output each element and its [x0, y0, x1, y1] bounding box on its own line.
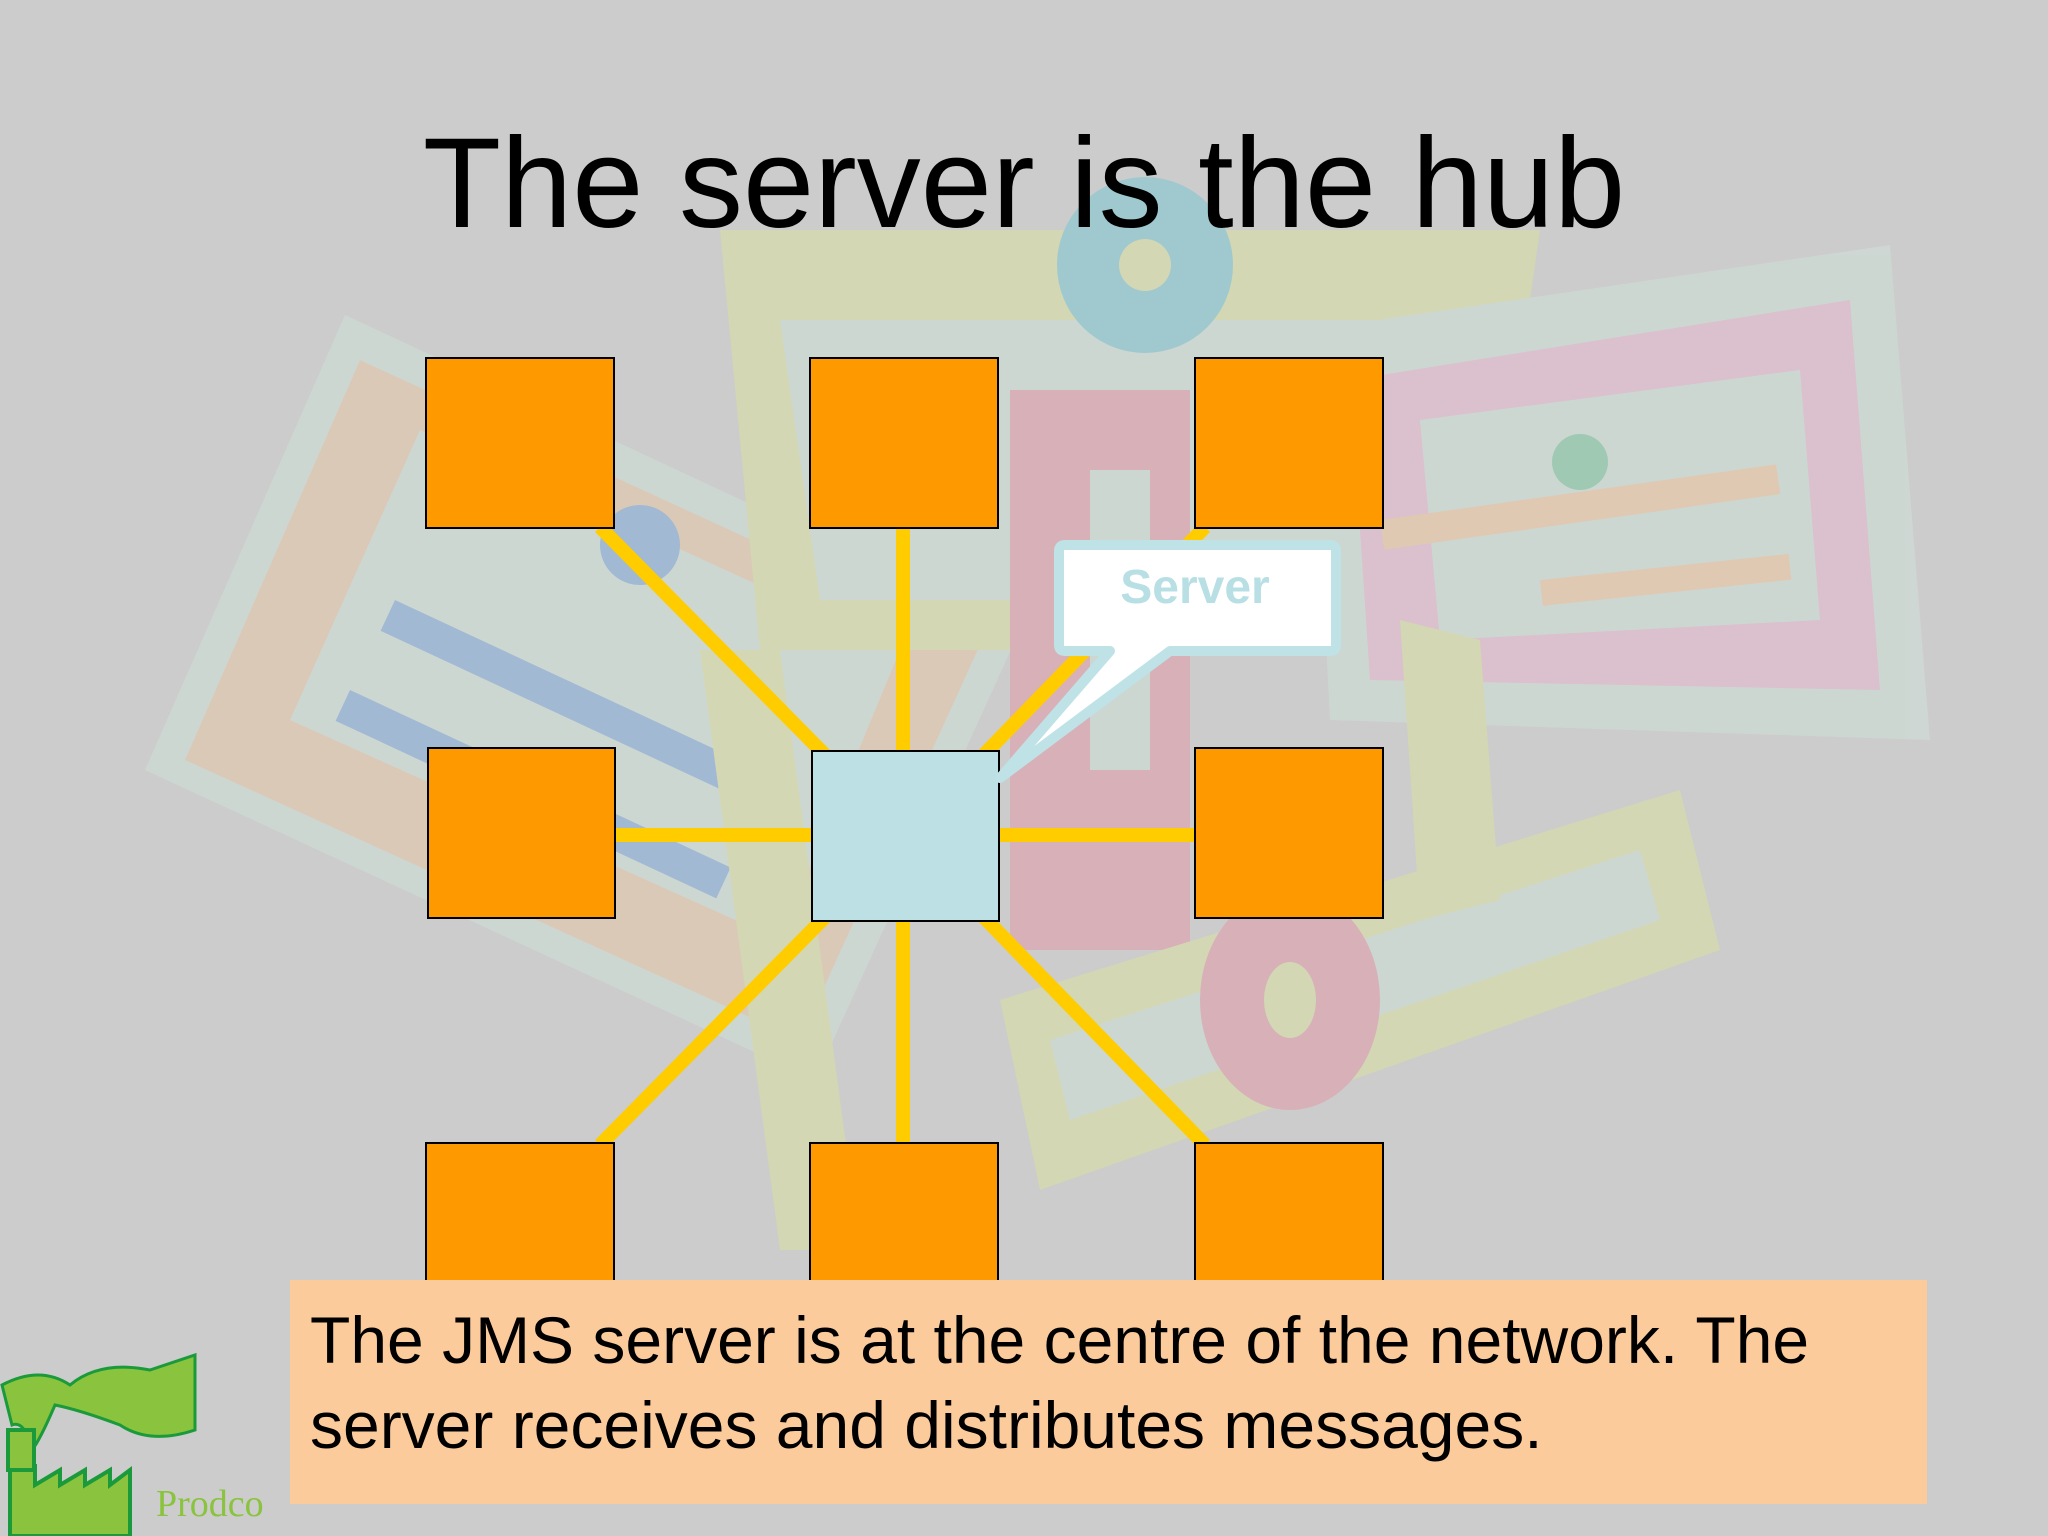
client-node — [809, 357, 999, 529]
client-node — [425, 1142, 615, 1284]
client-node — [809, 1142, 999, 1284]
brand-name: Prodco — [156, 1483, 264, 1525]
client-node — [425, 357, 615, 529]
caption-box: The JMS server is at the centre of the n… — [290, 1280, 1927, 1504]
factory-logo-icon — [0, 1352, 197, 1536]
server-callout — [995, 540, 1341, 783]
slide-title: The server is the hub — [422, 112, 1626, 255]
client-node — [1194, 357, 1384, 529]
client-node — [427, 747, 616, 919]
server-node — [811, 750, 1000, 922]
callout-label: Server — [1120, 561, 1270, 614]
caption-text: The JMS server is at the centre of the n… — [310, 1303, 1810, 1462]
client-node — [1194, 1142, 1384, 1284]
client-node — [1194, 747, 1384, 919]
